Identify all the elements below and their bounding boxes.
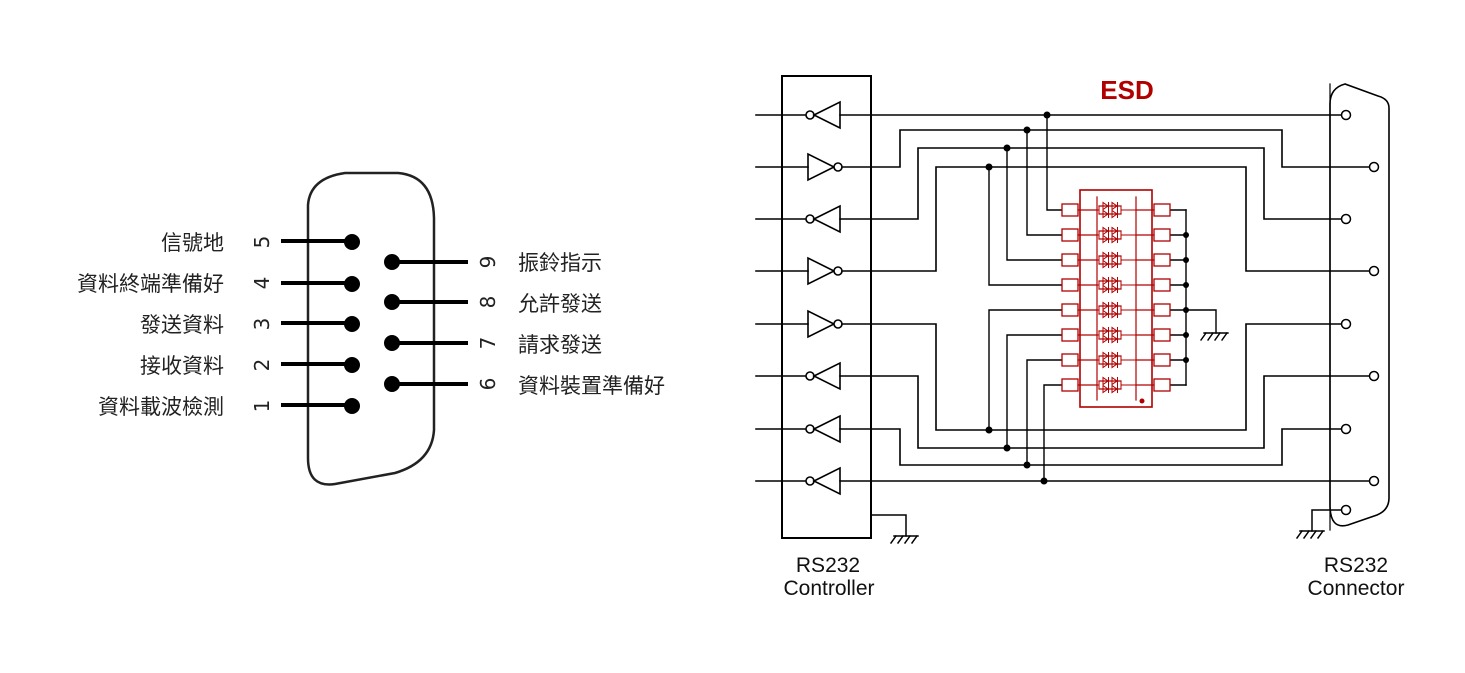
pin-number-6: 6 xyxy=(476,378,500,391)
esd-channel-7 xyxy=(1061,351,1171,369)
pin-number-7: 7 xyxy=(476,337,500,350)
pin-3 xyxy=(281,316,360,332)
esd-channel-3 xyxy=(1061,251,1171,269)
esd-title: ESD xyxy=(1100,75,1153,105)
esd-channel-8 xyxy=(1061,376,1171,394)
pin-6-label: 資料裝置準備好 xyxy=(518,374,665,398)
signal-wires xyxy=(839,114,1370,482)
connector-caption-line2: Connector xyxy=(1308,577,1405,600)
esd-device xyxy=(1061,189,1171,408)
pin-9-label: 振鈴指示 xyxy=(518,251,602,275)
pin-number-5: 5 xyxy=(250,236,274,249)
pin-5-label: 信號地 xyxy=(161,231,224,255)
esd-pin1-marker xyxy=(1139,398,1145,404)
pin-7 xyxy=(384,335,468,351)
esd-schematic: ESD xyxy=(755,75,1390,545)
rs232-connector-shell xyxy=(1329,83,1390,527)
pin-number-9: 9 xyxy=(476,256,500,269)
pin-3-label: 發送資料 xyxy=(140,313,224,337)
controller-caption-line2: Controller xyxy=(783,577,874,600)
esd-bus-junctions xyxy=(1183,232,1189,363)
junction-dots xyxy=(985,111,1051,485)
pin-8-label: 允許發送 xyxy=(518,292,602,316)
db9-connector: 5 4 3 2 1 9 8 7 6 信號地 資料終端準備好 發送資料 接收資料 … xyxy=(77,171,665,486)
pin-2 xyxy=(281,357,360,373)
pin-4-label: 資料終端準備好 xyxy=(77,272,224,296)
pin-number-3: 3 xyxy=(250,318,274,331)
pin-1-label: 資料載波檢測 xyxy=(98,395,224,419)
pin-7-label: 請求發送 xyxy=(518,333,602,357)
db9-shell-outline xyxy=(306,171,436,486)
pin-number-8: 8 xyxy=(476,296,500,309)
pin-2-label: 接收資料 xyxy=(140,354,224,378)
esd-channels xyxy=(1061,201,1171,394)
pin-1 xyxy=(281,398,360,414)
pin-number-1: 1 xyxy=(250,400,274,413)
pin-5 xyxy=(281,234,360,250)
esd-channel-1 xyxy=(1061,201,1171,219)
esd-channel-5 xyxy=(1061,301,1171,319)
connector-caption-line1: RS232 xyxy=(1324,554,1388,577)
esd-taps xyxy=(988,114,1063,482)
pin-6 xyxy=(384,376,468,392)
esd-channel-4 xyxy=(1061,276,1171,294)
pin-number-2: 2 xyxy=(250,359,274,372)
pin-4 xyxy=(281,276,360,292)
rs232-controller-box xyxy=(781,75,872,539)
esd-channel-6 xyxy=(1061,326,1171,344)
controller-caption-line1: RS232 xyxy=(796,554,860,577)
controller-buffers xyxy=(755,100,843,496)
pin-8 xyxy=(384,294,468,310)
controller-ground-icon xyxy=(870,514,919,545)
pin-9 xyxy=(384,254,468,270)
esd-ground-bus xyxy=(1169,209,1229,386)
connector-ground-icon xyxy=(1295,509,1342,540)
esd-channel-2 xyxy=(1061,226,1171,244)
pin-number-4: 4 xyxy=(250,277,274,290)
connector-pins xyxy=(1340,109,1380,516)
